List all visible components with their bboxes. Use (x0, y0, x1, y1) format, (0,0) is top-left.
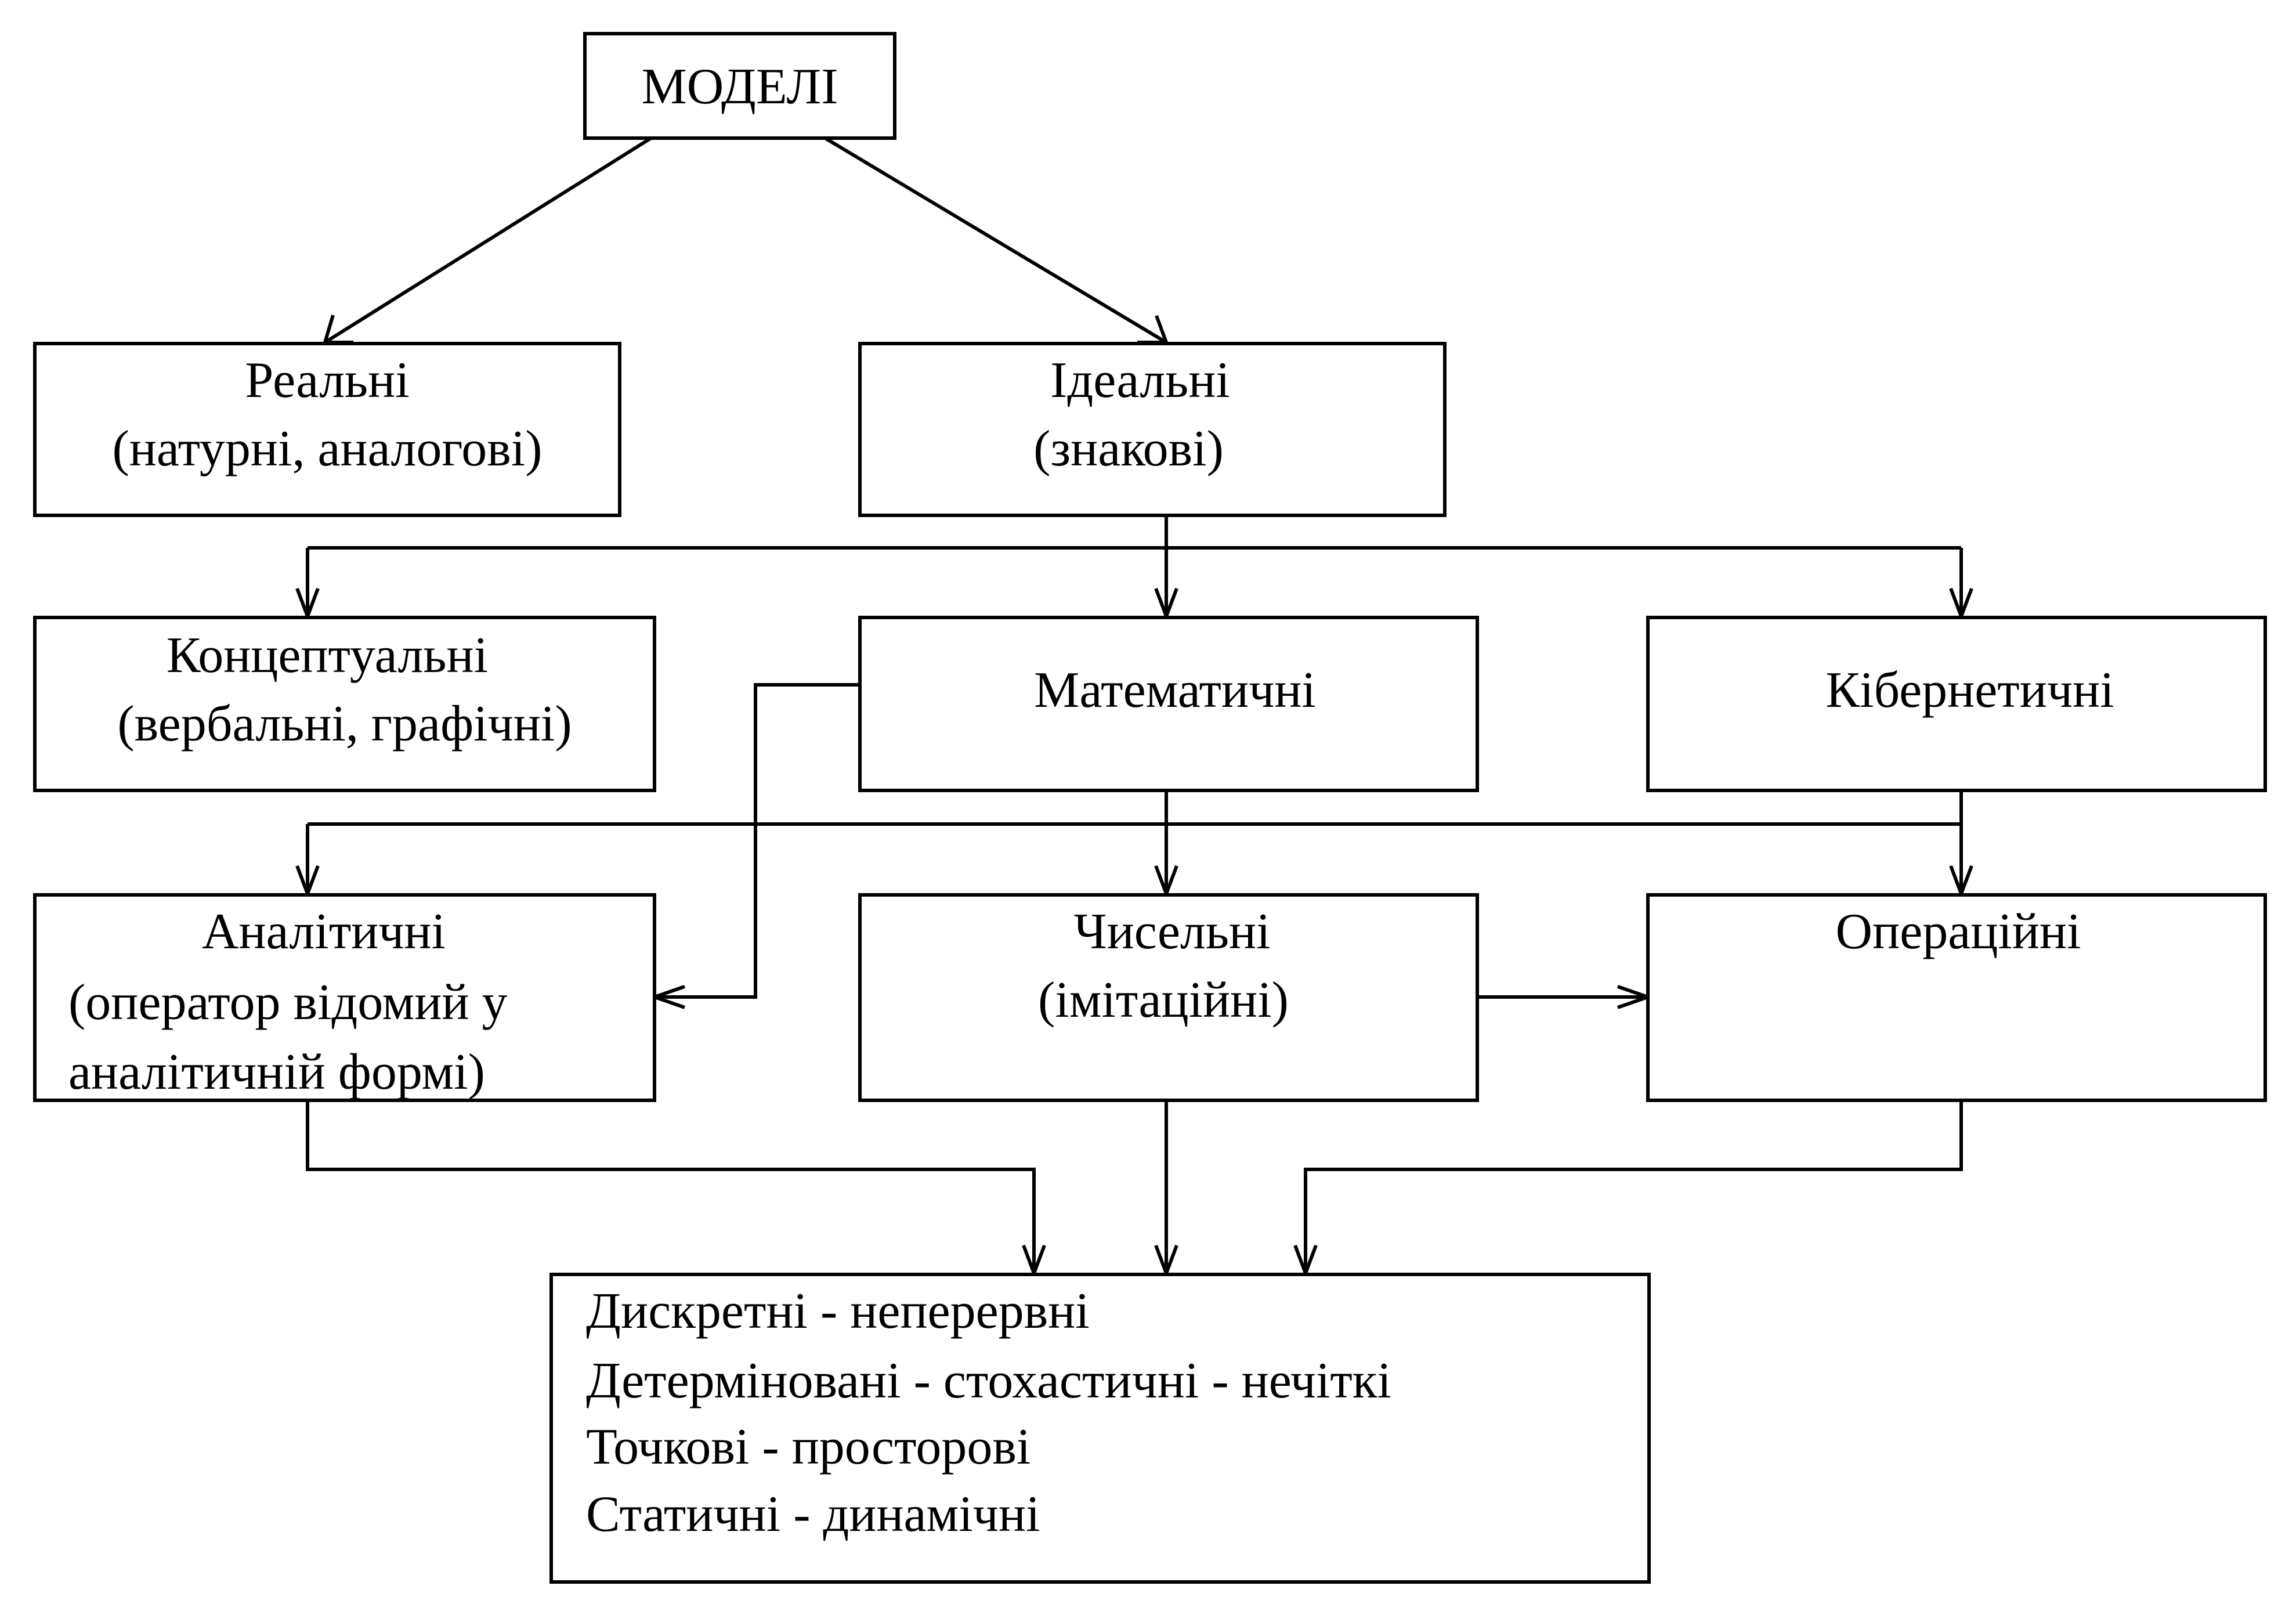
node-analytical-line3: аналітичній формі) (68, 1044, 485, 1100)
properties-line-3: Точкові - просторові (586, 1419, 1031, 1475)
node-cybernetic: Кібернетичні (1646, 616, 2267, 792)
node-mathematical-title: Математичні (1034, 662, 1316, 718)
node-ideal: Ідеальні (знакові) (858, 342, 1447, 517)
node-conceptual-title: Концептуальні (167, 627, 488, 684)
node-conceptual-subtitle: (вербальні, графічні) (117, 696, 572, 752)
node-real-subtitle: (натурні, аналогові) (112, 421, 542, 477)
node-models: МОДЕЛІ (583, 32, 896, 140)
node-numerical-title: Чисельні (1073, 904, 1270, 960)
node-real: Реальні (натурні, аналогові) (33, 342, 621, 517)
node-mathematical: Математичні (858, 616, 1479, 792)
node-analytical-line2: (оператор відомий у (68, 974, 508, 1031)
node-analytical-title: Аналітичні (202, 904, 446, 960)
edge-models-ideal (824, 136, 1167, 344)
connectors (295, 136, 1973, 1278)
node-numerical: Чисельні (імітаційні) (858, 893, 1479, 1102)
node-analytical: Аналітичні (оператор відомий у аналітичн… (33, 893, 656, 1102)
edge-operational-properties (1304, 1100, 1963, 1273)
node-numerical-subtitle: (імітаційні) (1038, 972, 1289, 1028)
node-cybernetic-title: Кібернетичні (1825, 662, 2114, 718)
node-conceptual: Концептуальні (вербальні, графічні) (33, 616, 656, 792)
edge-models-real (324, 136, 652, 344)
edge-analytical-properties (306, 1100, 1036, 1273)
node-operational-title: Операційні (1836, 904, 2081, 960)
node-models-title: МОДЕЛІ (641, 59, 838, 115)
properties-line-2: Детерміновані - стохастичні - нечіткі (586, 1353, 1391, 1409)
node-ideal-title: Ідеальні (1050, 352, 1230, 409)
node-operational: Операційні (1646, 893, 2267, 1102)
node-properties: Дискретні - неперервні Детерміновані - с… (549, 1273, 1651, 1584)
node-ideal-subtitle: (знакові) (1033, 421, 1224, 477)
node-real-title: Реальні (245, 352, 409, 409)
edge-mathematical-analytical (655, 683, 860, 999)
properties-line-1: Дискретні - неперервні (586, 1283, 1090, 1339)
properties-line-4: Статичні - динамічні (586, 1486, 1040, 1543)
